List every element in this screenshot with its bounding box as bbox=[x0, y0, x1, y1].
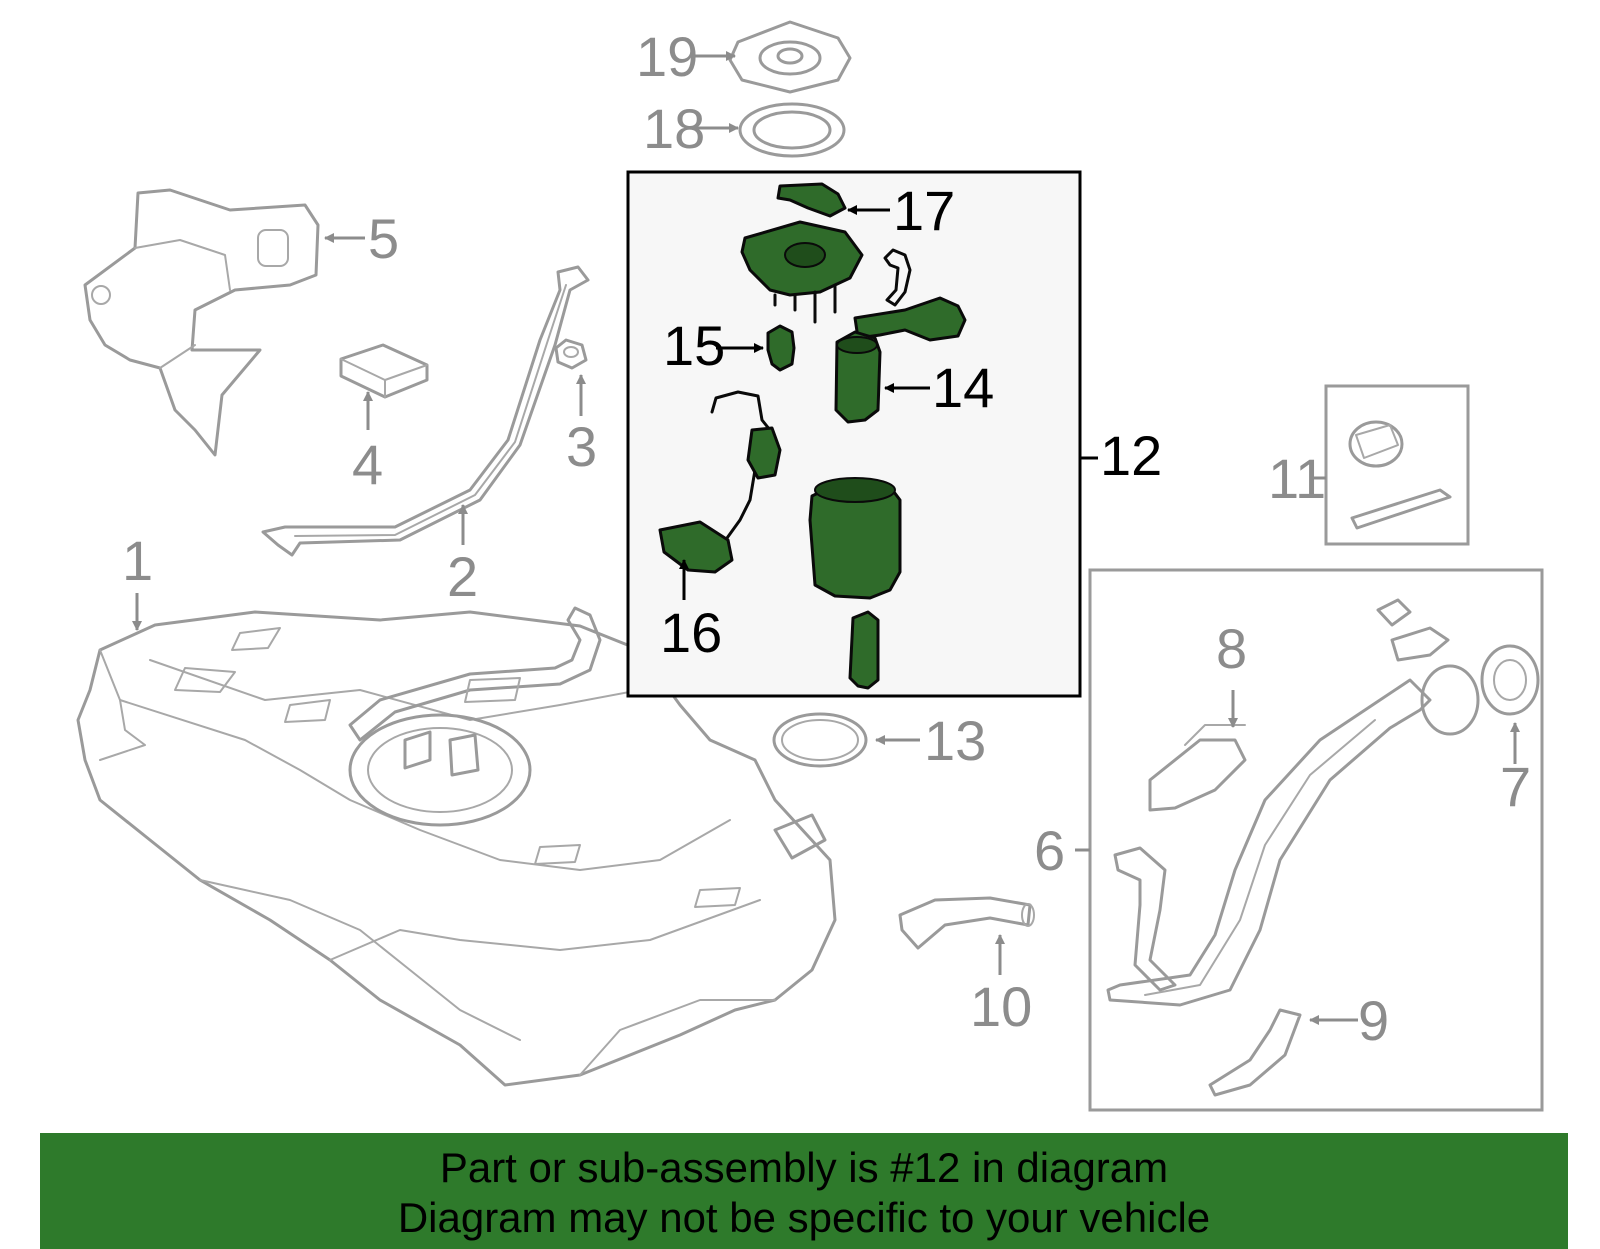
part-16-float bbox=[658, 520, 734, 574]
part-17 bbox=[776, 182, 847, 218]
pump-motor bbox=[848, 610, 880, 690]
callout-2: 2 bbox=[447, 545, 478, 608]
callout-7: 7 bbox=[1500, 755, 1531, 818]
part-3-nut bbox=[554, 338, 588, 370]
part-4-pad bbox=[339, 343, 429, 399]
callout-6: 6 bbox=[1034, 819, 1065, 882]
info-banner: Part or sub-assembly is #12 in diagram D… bbox=[40, 1133, 1568, 1249]
part-10-hose bbox=[898, 896, 1035, 950]
part-1-fuel-tank bbox=[76, 606, 837, 1087]
callout-10: 10 bbox=[970, 975, 1032, 1038]
part-13-gasket bbox=[772, 712, 868, 768]
callouts: 19 18 5 4 3 2 1 13 10 11 8 7 6 9 17 15 1… bbox=[122, 25, 1531, 1052]
callout-19: 19 bbox=[636, 25, 698, 88]
assembly-12-box[interactable] bbox=[626, 170, 1082, 698]
part-19-cover bbox=[728, 20, 852, 94]
callout-15: 15 bbox=[663, 314, 725, 377]
banner-line-1: Part or sub-assembly is #12 in diagram bbox=[439, 1144, 1169, 1191]
banner-line-2: Diagram may not be specific to your vehi… bbox=[397, 1194, 1211, 1241]
callout-11: 11 bbox=[1268, 447, 1326, 510]
callout-13: 13 bbox=[924, 709, 986, 772]
part-5-heat-shield bbox=[83, 188, 320, 457]
callout-3: 3 bbox=[566, 415, 597, 478]
callout-9: 9 bbox=[1358, 989, 1389, 1052]
part-14-filter bbox=[834, 330, 882, 424]
part-6-box bbox=[1088, 568, 1544, 1112]
callout-1: 1 bbox=[122, 529, 153, 592]
leaders bbox=[132, 51, 1520, 1025]
part-15-valve bbox=[766, 324, 796, 372]
callout-18: 18 bbox=[643, 97, 705, 160]
part-11-box bbox=[1324, 384, 1470, 546]
part-18-lock-ring bbox=[738, 102, 846, 158]
callout-17: 17 bbox=[893, 179, 955, 242]
callout-16: 16 bbox=[660, 601, 722, 664]
part-2-strap bbox=[261, 265, 590, 557]
callout-5: 5 bbox=[368, 207, 399, 270]
callout-14: 14 bbox=[932, 356, 994, 419]
callout-12: 12 bbox=[1100, 424, 1162, 487]
callout-8: 8 bbox=[1216, 617, 1247, 680]
callout-4: 4 bbox=[352, 433, 383, 496]
